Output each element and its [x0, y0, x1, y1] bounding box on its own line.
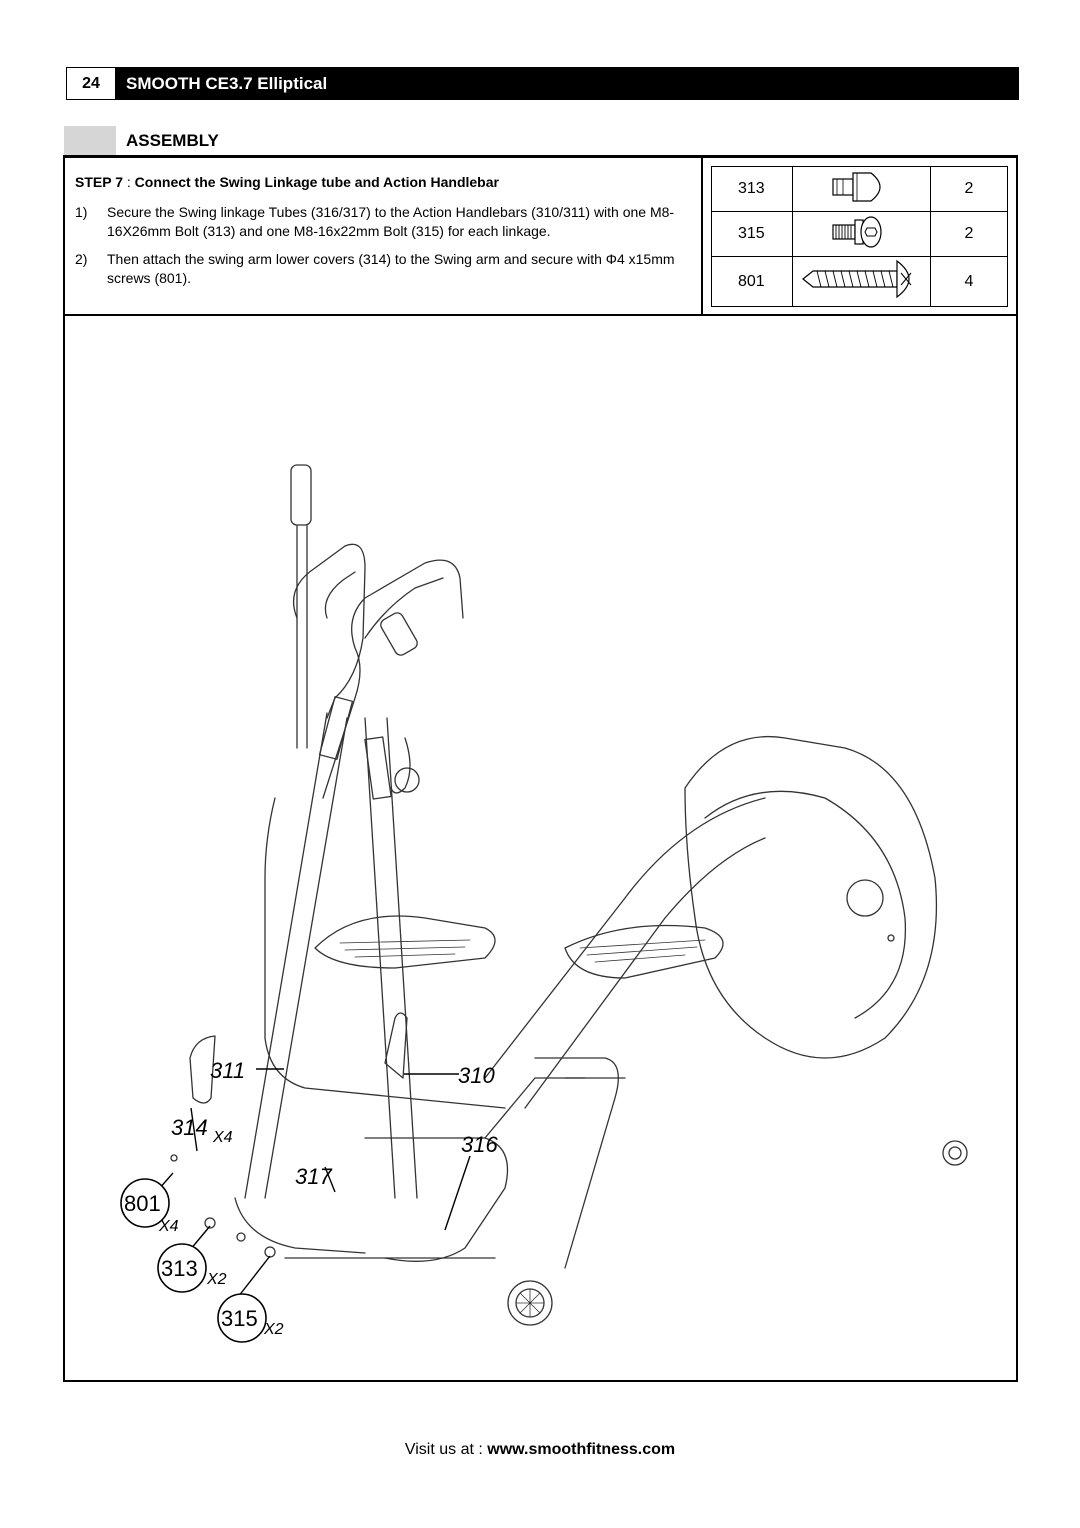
callout-315-multiplier: X2 [263, 1321, 284, 1338]
step-heading: Connect the Swing Linkage tube and Actio… [134, 174, 499, 190]
screw-801 [170, 1154, 178, 1162]
callout-801-multiplier: X4 [158, 1218, 179, 1235]
instruction-list: 1) Secure the Swing linkage Tubes (316/3… [75, 203, 690, 297]
column-divider [701, 158, 703, 316]
pedal-left [314, 915, 496, 969]
footer: Visit us at : www.smoothfitness.com [0, 1441, 1080, 1459]
parts-row: 313 2 [710, 166, 1009, 212]
section-divider [65, 314, 1016, 316]
instruction-number: 2) [75, 251, 88, 267]
leveler-foot [942, 1140, 968, 1166]
step-separator: : [123, 174, 135, 190]
instruction-item: 2) Then attach the swing arm lower cover… [75, 250, 690, 287]
screw-801-icon [801, 259, 911, 299]
page-number: 24 [66, 67, 115, 100]
page-header: 24 SMOOTH CE3.7 Elliptical [66, 67, 1019, 100]
bolt-315-icon [831, 215, 882, 248]
callout-311: 311 [210, 1058, 245, 1083]
manual-title: SMOOTH CE3.7 Elliptical [115, 67, 1019, 100]
step-label: STEP 7 [75, 174, 123, 190]
handlebar-post [296, 525, 308, 749]
bolt-315 [264, 1246, 276, 1258]
parts-row: 801 4 [710, 256, 1009, 307]
handlebar-loop-left [292, 543, 366, 719]
instruction-text: Secure the Swing linkage Tubes (316/317)… [107, 204, 675, 239]
footer-url[interactable]: www.smoothfitness.com [487, 1441, 676, 1458]
flywheel-housing [684, 735, 938, 1059]
callout-315: 315 [221, 1306, 258, 1331]
callout-314: 314 [171, 1115, 208, 1140]
callout-313-multiplier: X2 [206, 1271, 227, 1288]
instruction-text: Then attach the swing arm lower covers (… [107, 251, 675, 286]
part-picture [792, 166, 931, 212]
frame-mast [264, 797, 506, 1109]
callout-310: 310 [458, 1063, 495, 1088]
callout-314-multiplier: X4 [212, 1129, 233, 1146]
transport-wheel [507, 1280, 553, 1326]
callout-circle-315 [217, 1293, 267, 1343]
section-swatch [64, 126, 116, 156]
part-qty: 4 [929, 256, 1009, 307]
part-picture [792, 256, 931, 307]
rear-crossbar [364, 1137, 509, 1262]
parts-row: 315 2 [710, 211, 1009, 257]
part-code: 313 [710, 166, 794, 212]
elliptical-assembly-illustration: 311 310 314 X4 316 317 801 X4 313 X2 315… [120, 464, 968, 1343]
bolt-313 [204, 1217, 216, 1229]
handlebar-grip [380, 612, 418, 656]
swing-tube-left [244, 712, 348, 1199]
callout-316: 316 [461, 1132, 498, 1157]
bolt-313-icon [831, 171, 881, 202]
footer-prefix: Visit us at : [404, 1441, 488, 1458]
section-title: ASSEMBLY [126, 131, 219, 150]
step-title: STEP 7 : Connect the Swing Linkage tube … [75, 174, 499, 190]
callout-801: 801 [124, 1191, 161, 1216]
instruction-number: 1) [75, 204, 88, 220]
callout-circle-801 [120, 1178, 170, 1228]
callout-313: 313 [161, 1256, 198, 1281]
section-header: ASSEMBLY [64, 126, 1019, 156]
swing-tube-right [364, 717, 418, 1199]
parts-table: 313 2 315 [710, 166, 1009, 307]
part-qty: 2 [929, 211, 1009, 257]
handlebar-grip [290, 464, 312, 526]
handlebar-loop-right [322, 559, 464, 799]
part-qty: 2 [929, 166, 1009, 212]
part-code: 801 [710, 256, 794, 307]
callout-317: 317 [295, 1164, 332, 1189]
instruction-frame: STEP 7 : Connect the Swing Linkage tube … [63, 155, 1018, 1382]
part-picture [792, 211, 931, 257]
pedal-right [564, 924, 724, 979]
flywheel-hub [846, 879, 884, 917]
instruction-item: 1) Secure the Swing linkage Tubes (316/3… [75, 203, 690, 240]
callout-circle-313 [157, 1243, 207, 1293]
swing-arm-lower-cover [189, 1035, 216, 1104]
part-code: 315 [710, 211, 794, 257]
console-knob [394, 767, 420, 793]
